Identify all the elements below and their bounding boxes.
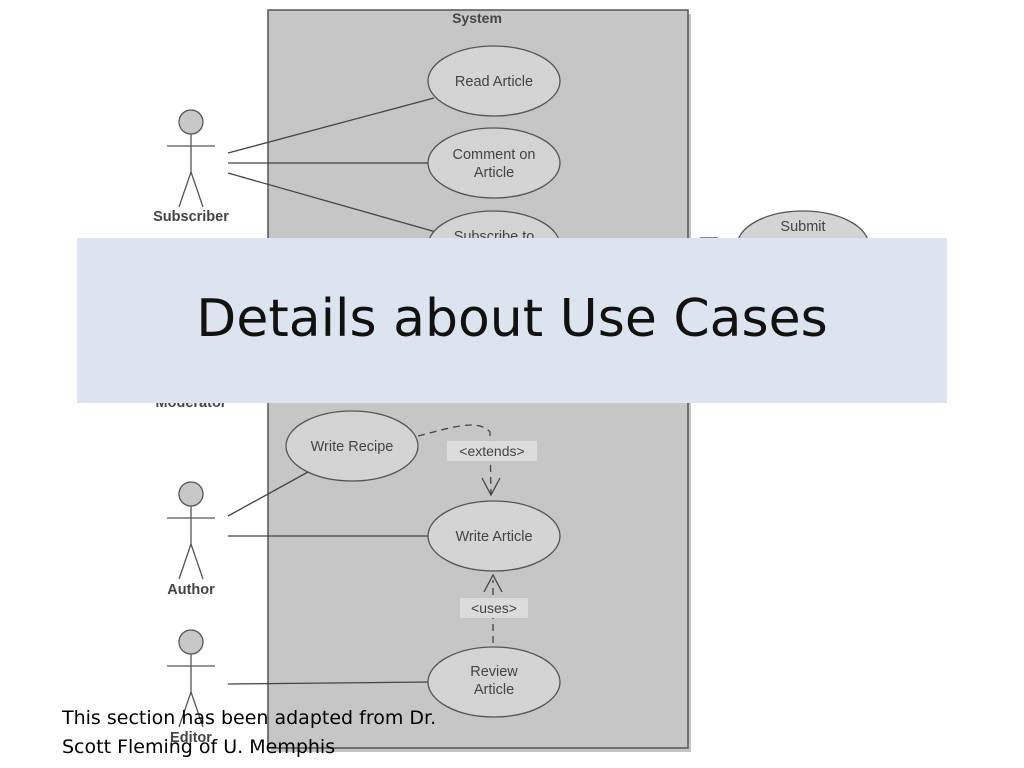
source-footnote: This section has been adapted from Dr. S… (62, 704, 502, 762)
use-case-write-recipe (285, 410, 419, 482)
use-case-label: Review (470, 664, 518, 680)
use-case-labels: Read Article Comment on Article Subscrib… (311, 74, 826, 698)
actor-label-author: Author (167, 582, 215, 598)
actor-subscriber (167, 109, 215, 208)
use-case-write-article (427, 500, 561, 572)
assoc-subscriber-read (227, 97, 435, 154)
uses-label: <uses> (471, 600, 517, 616)
assoc-subscriber-subscribe (227, 172, 437, 233)
use-case-label: Submit (780, 219, 825, 235)
use-case-label: Write Article (455, 529, 532, 545)
use-case-review-article (427, 646, 561, 718)
actor-author (167, 481, 215, 580)
associations (227, 97, 718, 685)
use-case-read-article (427, 45, 561, 117)
uses-arrow-head (483, 573, 503, 593)
use-case-label: Write Recipe (311, 439, 394, 455)
system-label: System (452, 10, 502, 26)
footnote-line: This section has been adapted from Dr. (62, 707, 437, 729)
footnote-line: Scott Fleming of U. Memphis (62, 736, 336, 758)
extends-label-bg (447, 441, 537, 461)
use-case-label: Read Article (455, 74, 533, 90)
title-banner: Details about Use Cases (77, 238, 947, 403)
actor-head (178, 481, 204, 507)
actor-head (178, 629, 204, 655)
extends-arrow-head (481, 477, 501, 497)
actor-editor (167, 629, 215, 728)
dependencies (417, 424, 494, 643)
arrow-heads (481, 477, 503, 593)
extends-label: <extends> (459, 443, 524, 459)
use-case-label: Article (474, 682, 514, 698)
assoc-editor-review (227, 681, 430, 685)
actor-label-editor: Editor (170, 730, 212, 746)
slide-title: Details about Use Cases (196, 288, 828, 349)
use-case-label: Article (474, 165, 514, 181)
actor-label-subscriber: Subscriber (153, 209, 229, 225)
extends-arrow-line (417, 424, 492, 495)
use-case-label: Comment on (452, 147, 535, 163)
assoc-author-recipe (227, 471, 309, 517)
actor-head (178, 109, 204, 135)
uses-label-bg (460, 598, 528, 618)
use-case-comment-on-article (427, 127, 561, 199)
